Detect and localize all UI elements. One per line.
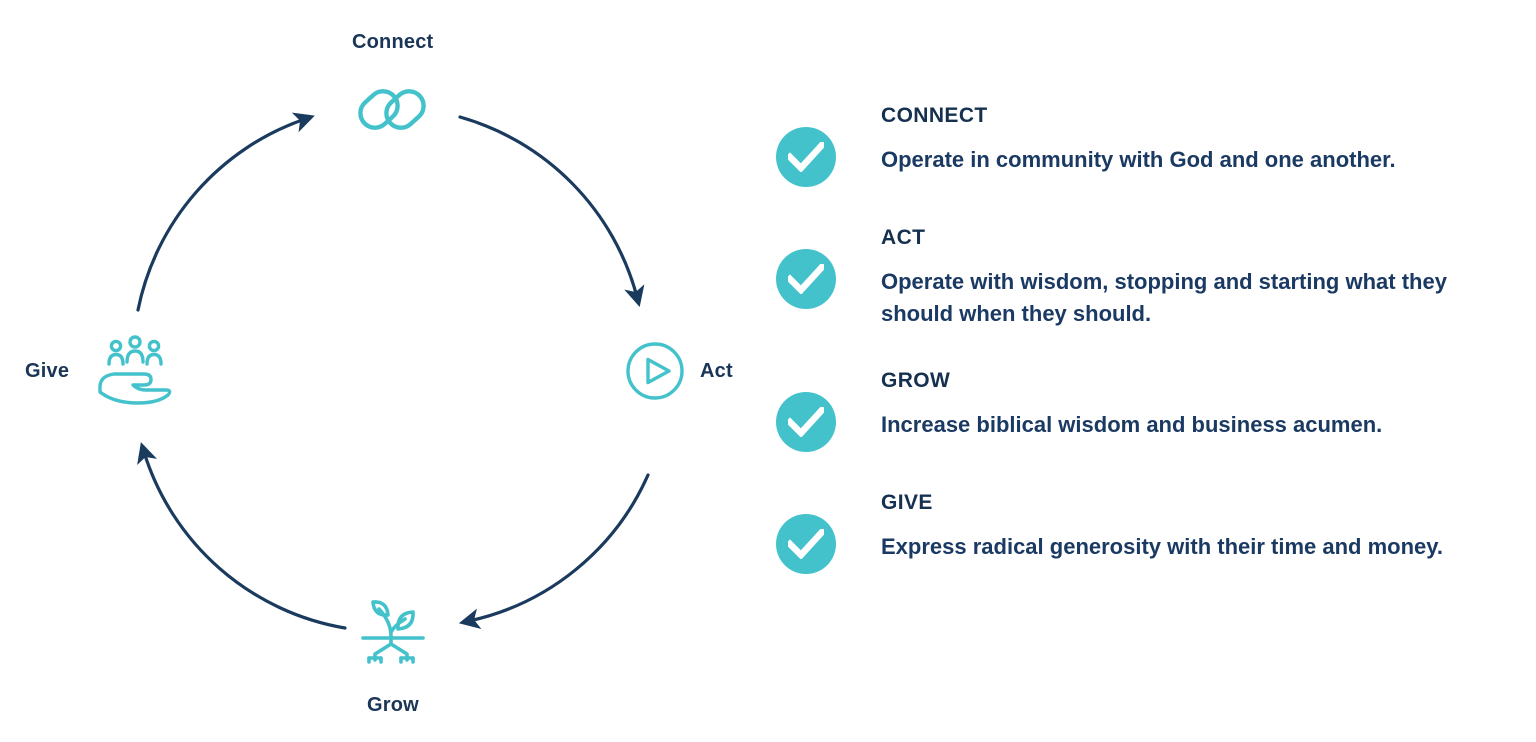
play-circle-icon [624,340,686,402]
chain-link-icon [352,78,434,142]
cycle-node-label-grow: Grow [367,694,419,716]
seedling-icon [353,592,433,672]
point-title: GIVE [881,490,933,514]
cycle-diagram: Connect Act Give [25,31,733,716]
check-circle-icon [776,391,836,452]
point-title: ACT [881,226,926,249]
point-text-connect: CONNECT Operate in community with God an… [881,104,1396,176]
arrow-grow-to-give [137,442,347,630]
arrow-connect-to-act [458,115,645,308]
point-description: Operate in community with God and one an… [881,147,1396,173]
cycle-node-label-act: Act [700,360,733,382]
point-description: Operate with wisdom, stopping and starti… [881,269,1447,326]
point-description: Express radical generosity with their ti… [881,533,1443,559]
points-list: CONNECT Operate in community with God an… [776,104,1536,613]
point-title: CONNECT [881,104,988,127]
check-circle-icon [776,249,836,309]
check-circle-icon [776,127,836,187]
point-row-act: ACT Operate with wisdom, stopping and st… [776,226,1536,330]
arrow-act-to-grow [458,473,650,629]
hand-people-icon [94,334,176,406]
point-row-connect: CONNECT Operate in community with God an… [776,104,1536,187]
point-text-grow: GROW Increase biblical wisdom and busine… [881,369,1382,441]
arrow-give-to-connect [136,112,315,312]
point-title: GROW [881,368,951,392]
cycle-node-label-give: Give [25,360,70,382]
point-row-give: GIVE Express radical generosity with the… [776,491,1536,574]
point-description: Increase biblical wisdom and business ac… [881,411,1383,437]
check-circle-icon [776,513,836,574]
point-text-act: ACT Operate with wisdom, stopping and st… [881,226,1521,330]
cycle-node-label-connect: Connect [352,31,434,53]
point-row-grow: GROW Increase biblical wisdom and busine… [776,369,1536,452]
point-text-give: GIVE Express radical generosity with the… [881,491,1443,563]
cycle-arrows-svg [136,112,650,630]
